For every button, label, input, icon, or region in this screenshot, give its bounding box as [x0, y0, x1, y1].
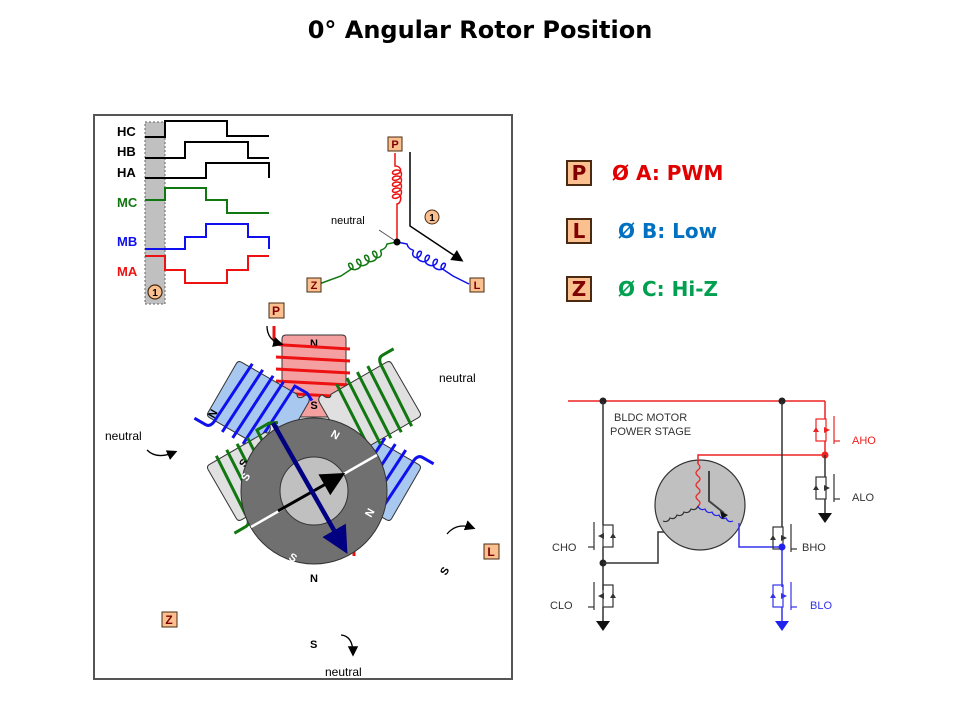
wye-neutral-node — [393, 238, 401, 246]
motor-terminal-z: Z — [165, 613, 172, 627]
power-stage-title-1: BLDC MOTOR — [614, 412, 687, 424]
timing-label-ha: HA — [117, 165, 136, 180]
pole-top-north: N — [310, 338, 318, 350]
ground-b-icon — [775, 621, 789, 631]
wye-terminal-p-badge — [387, 136, 403, 152]
motor-neutral-label-bottom: neutral — [325, 665, 362, 678]
motor-terminal-p-badge — [268, 302, 285, 319]
legend-row-phase-a: P Ø A: PWM — [566, 158, 723, 188]
timing-highlight-step1 — [144, 121, 166, 305]
pole-top-south: S — [310, 400, 317, 412]
motor-terminal-l-badge — [483, 543, 500, 560]
label-aho: AHO — [852, 435, 876, 447]
motor-terminal-z-badge — [161, 611, 178, 628]
waveform-ma — [145, 255, 269, 284]
motor-neutral-arrow-left-icon — [146, 449, 178, 460]
step-marker-wye — [424, 209, 440, 225]
motor-cross-section: N S — [105, 302, 500, 679]
label-alo: ALO — [852, 492, 874, 504]
leg-a: AHO ALO — [813, 401, 876, 523]
label-clo: CLO — [550, 600, 573, 612]
rotor: N N S S — [239, 417, 388, 565]
legend-badge-z: Z — [566, 276, 592, 302]
pole-bottom-north: N — [310, 573, 318, 585]
rotor-field-arrow-icon — [277, 473, 346, 513]
timing-label-hc: HC — [117, 124, 136, 139]
page-title: 0° Angular Rotor Position — [307, 16, 653, 44]
wye-terminal-z-badge — [306, 277, 322, 293]
wye-terminal-p: P — [391, 139, 398, 151]
waveform-hb — [145, 141, 269, 159]
switch-cho — [588, 522, 616, 550]
switch-bho — [770, 524, 797, 552]
switch-aho — [813, 416, 840, 444]
wye-coil-a — [391, 153, 403, 240]
motor-diagram-svg: HC HB HA MC MB MA 1 P — [105, 120, 500, 679]
step-marker-timing-text: 1 — [152, 288, 158, 299]
wye-coil-c — [318, 241, 398, 285]
legend-text-phase-c: Ø C: Hi-Z — [618, 277, 718, 301]
switch-alo — [813, 474, 840, 502]
power-stage-title-2: POWER STAGE — [610, 426, 691, 438]
timing-diagram: HC HB HA MC MB MA 1 — [117, 120, 270, 305]
motor-current-out-arrow-icon — [446, 520, 476, 535]
legend-row-phase-c: Z Ø C: Hi-Z — [566, 274, 718, 304]
wye-winding-diagram: P neutral Z L 1 — [306, 136, 485, 293]
leg-b: BHO BLO — [770, 397, 832, 631]
pole-lr-south: S — [438, 565, 452, 577]
wye-current-arrow-icon — [409, 152, 464, 262]
wye-neutral-label: neutral — [331, 215, 365, 227]
timing-label-hb: HB — [117, 144, 136, 159]
ground-a-icon — [818, 513, 832, 523]
switch-clo — [588, 582, 616, 610]
wye-terminal-l-badge — [469, 277, 485, 293]
waveform-mb — [145, 223, 270, 250]
motor-neutral-arrow-bottom-icon — [340, 634, 359, 657]
motor-neutral-label-left: neutral — [105, 429, 142, 443]
timing-label-mb: MB — [117, 234, 137, 249]
legend-badge-p: P — [566, 160, 592, 186]
motor-terminal-p: P — [272, 304, 280, 318]
step-marker-wye-text: 1 — [429, 213, 435, 224]
legend-text-phase-a: Ø A: PWM — [612, 161, 724, 185]
stator-field-arrow-icon — [271, 421, 348, 554]
timing-label-mc: MC — [117, 195, 138, 210]
legend-badge-l: L — [566, 218, 592, 244]
motor-diagram-panel: HC HB HA MC MB MA 1 P — [93, 114, 513, 680]
motor-neutral-label-upper-right: neutral — [439, 371, 476, 385]
wye-neutral-leader — [378, 229, 395, 241]
motor-symbol — [654, 459, 746, 551]
motor-rotation-arrow-icon — [720, 511, 728, 519]
wye-coil-b — [396, 241, 470, 285]
power-stage-svg: BLDC MOTOR POWER STAGE CHO — [550, 397, 876, 631]
wye-terminal-l: L — [474, 280, 481, 292]
legend-row-phase-b: L Ø B: Low — [566, 216, 717, 246]
timing-label-ma: MA — [117, 264, 138, 279]
label-cho: CHO — [552, 542, 577, 554]
waveform-ha — [145, 162, 270, 179]
wye-terminal-z: Z — [311, 280, 318, 292]
motor-current-in-arrow-icon — [266, 325, 284, 347]
waveform-mc — [145, 187, 269, 214]
label-blo: BLO — [810, 600, 832, 612]
label-bho: BHO — [802, 542, 826, 554]
ground-c-icon — [596, 621, 610, 631]
pole-bottom-south: S — [310, 639, 317, 651]
switch-blo — [770, 582, 797, 610]
legend-text-phase-b: Ø B: Low — [618, 219, 718, 243]
waveform-hc — [145, 120, 269, 138]
leg-c: CHO CLO — [550, 397, 664, 631]
power-stage-schematic: BLDC MOTOR POWER STAGE CHO — [540, 385, 890, 649]
step-marker-timing — [147, 284, 163, 300]
motor-terminal-l: L — [487, 545, 494, 559]
